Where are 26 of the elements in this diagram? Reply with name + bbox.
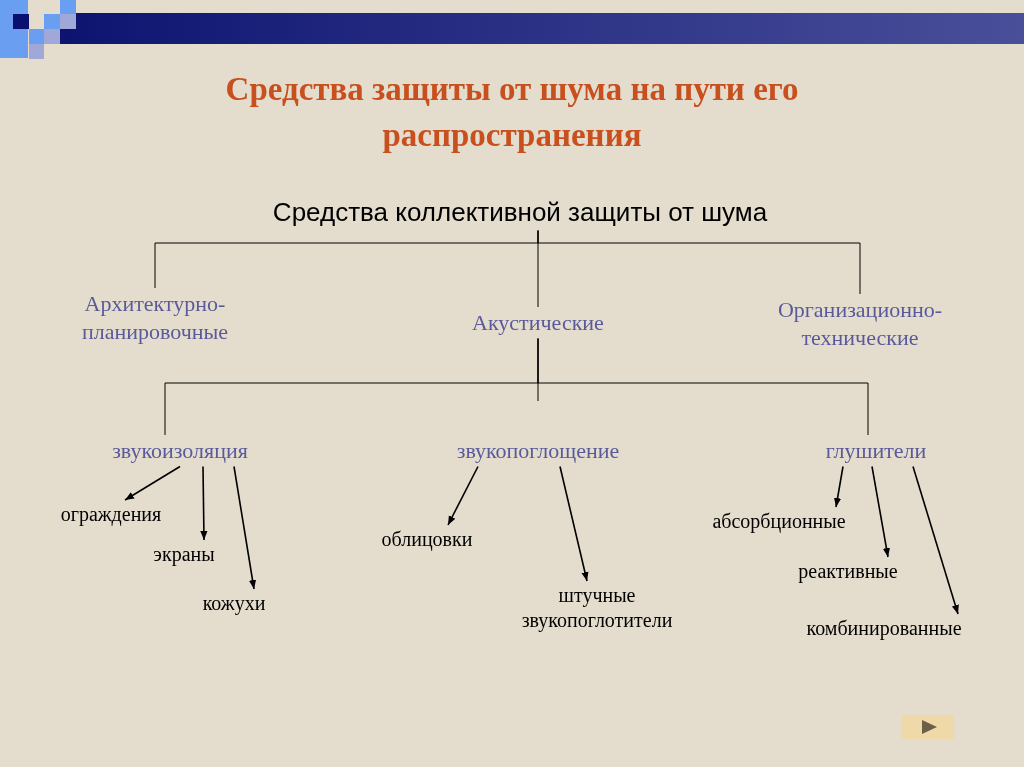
slide-title: Средства защиты от шума на пути его распространения [224, 70, 800, 155]
arrow [871, 465, 890, 558]
item-text: реактивные [798, 559, 898, 584]
item-text: кожухи [202, 591, 266, 616]
arrow [559, 465, 589, 582]
item-text: облицовки [381, 527, 473, 552]
subcategory-link: глушители [825, 437, 927, 465]
arrow [124, 465, 181, 501]
connector-line [537, 230, 861, 295]
arrow [834, 465, 844, 508]
subcategory-link: звукопоглощение [456, 437, 620, 465]
item-text: штучные звукопоглотители [520, 583, 674, 633]
arrow [447, 465, 479, 526]
category-link: Архитектурно-планировочные [80, 290, 230, 345]
item-text: ограждения [60, 502, 162, 527]
heading-text: Средства коллективной защиты от шума [272, 196, 768, 229]
subcategory-link: звукоизоляция [112, 437, 248, 465]
category-link: Акустические [472, 309, 604, 337]
item-text: экраны [153, 542, 215, 567]
item-text: абсорбционные [712, 509, 846, 534]
arrow [912, 465, 959, 615]
arrow [233, 465, 257, 590]
connector-line [537, 338, 869, 436]
arrow [200, 465, 208, 541]
category-link: Организационно-технические [776, 296, 944, 351]
item-text: комбинированные [806, 616, 962, 641]
